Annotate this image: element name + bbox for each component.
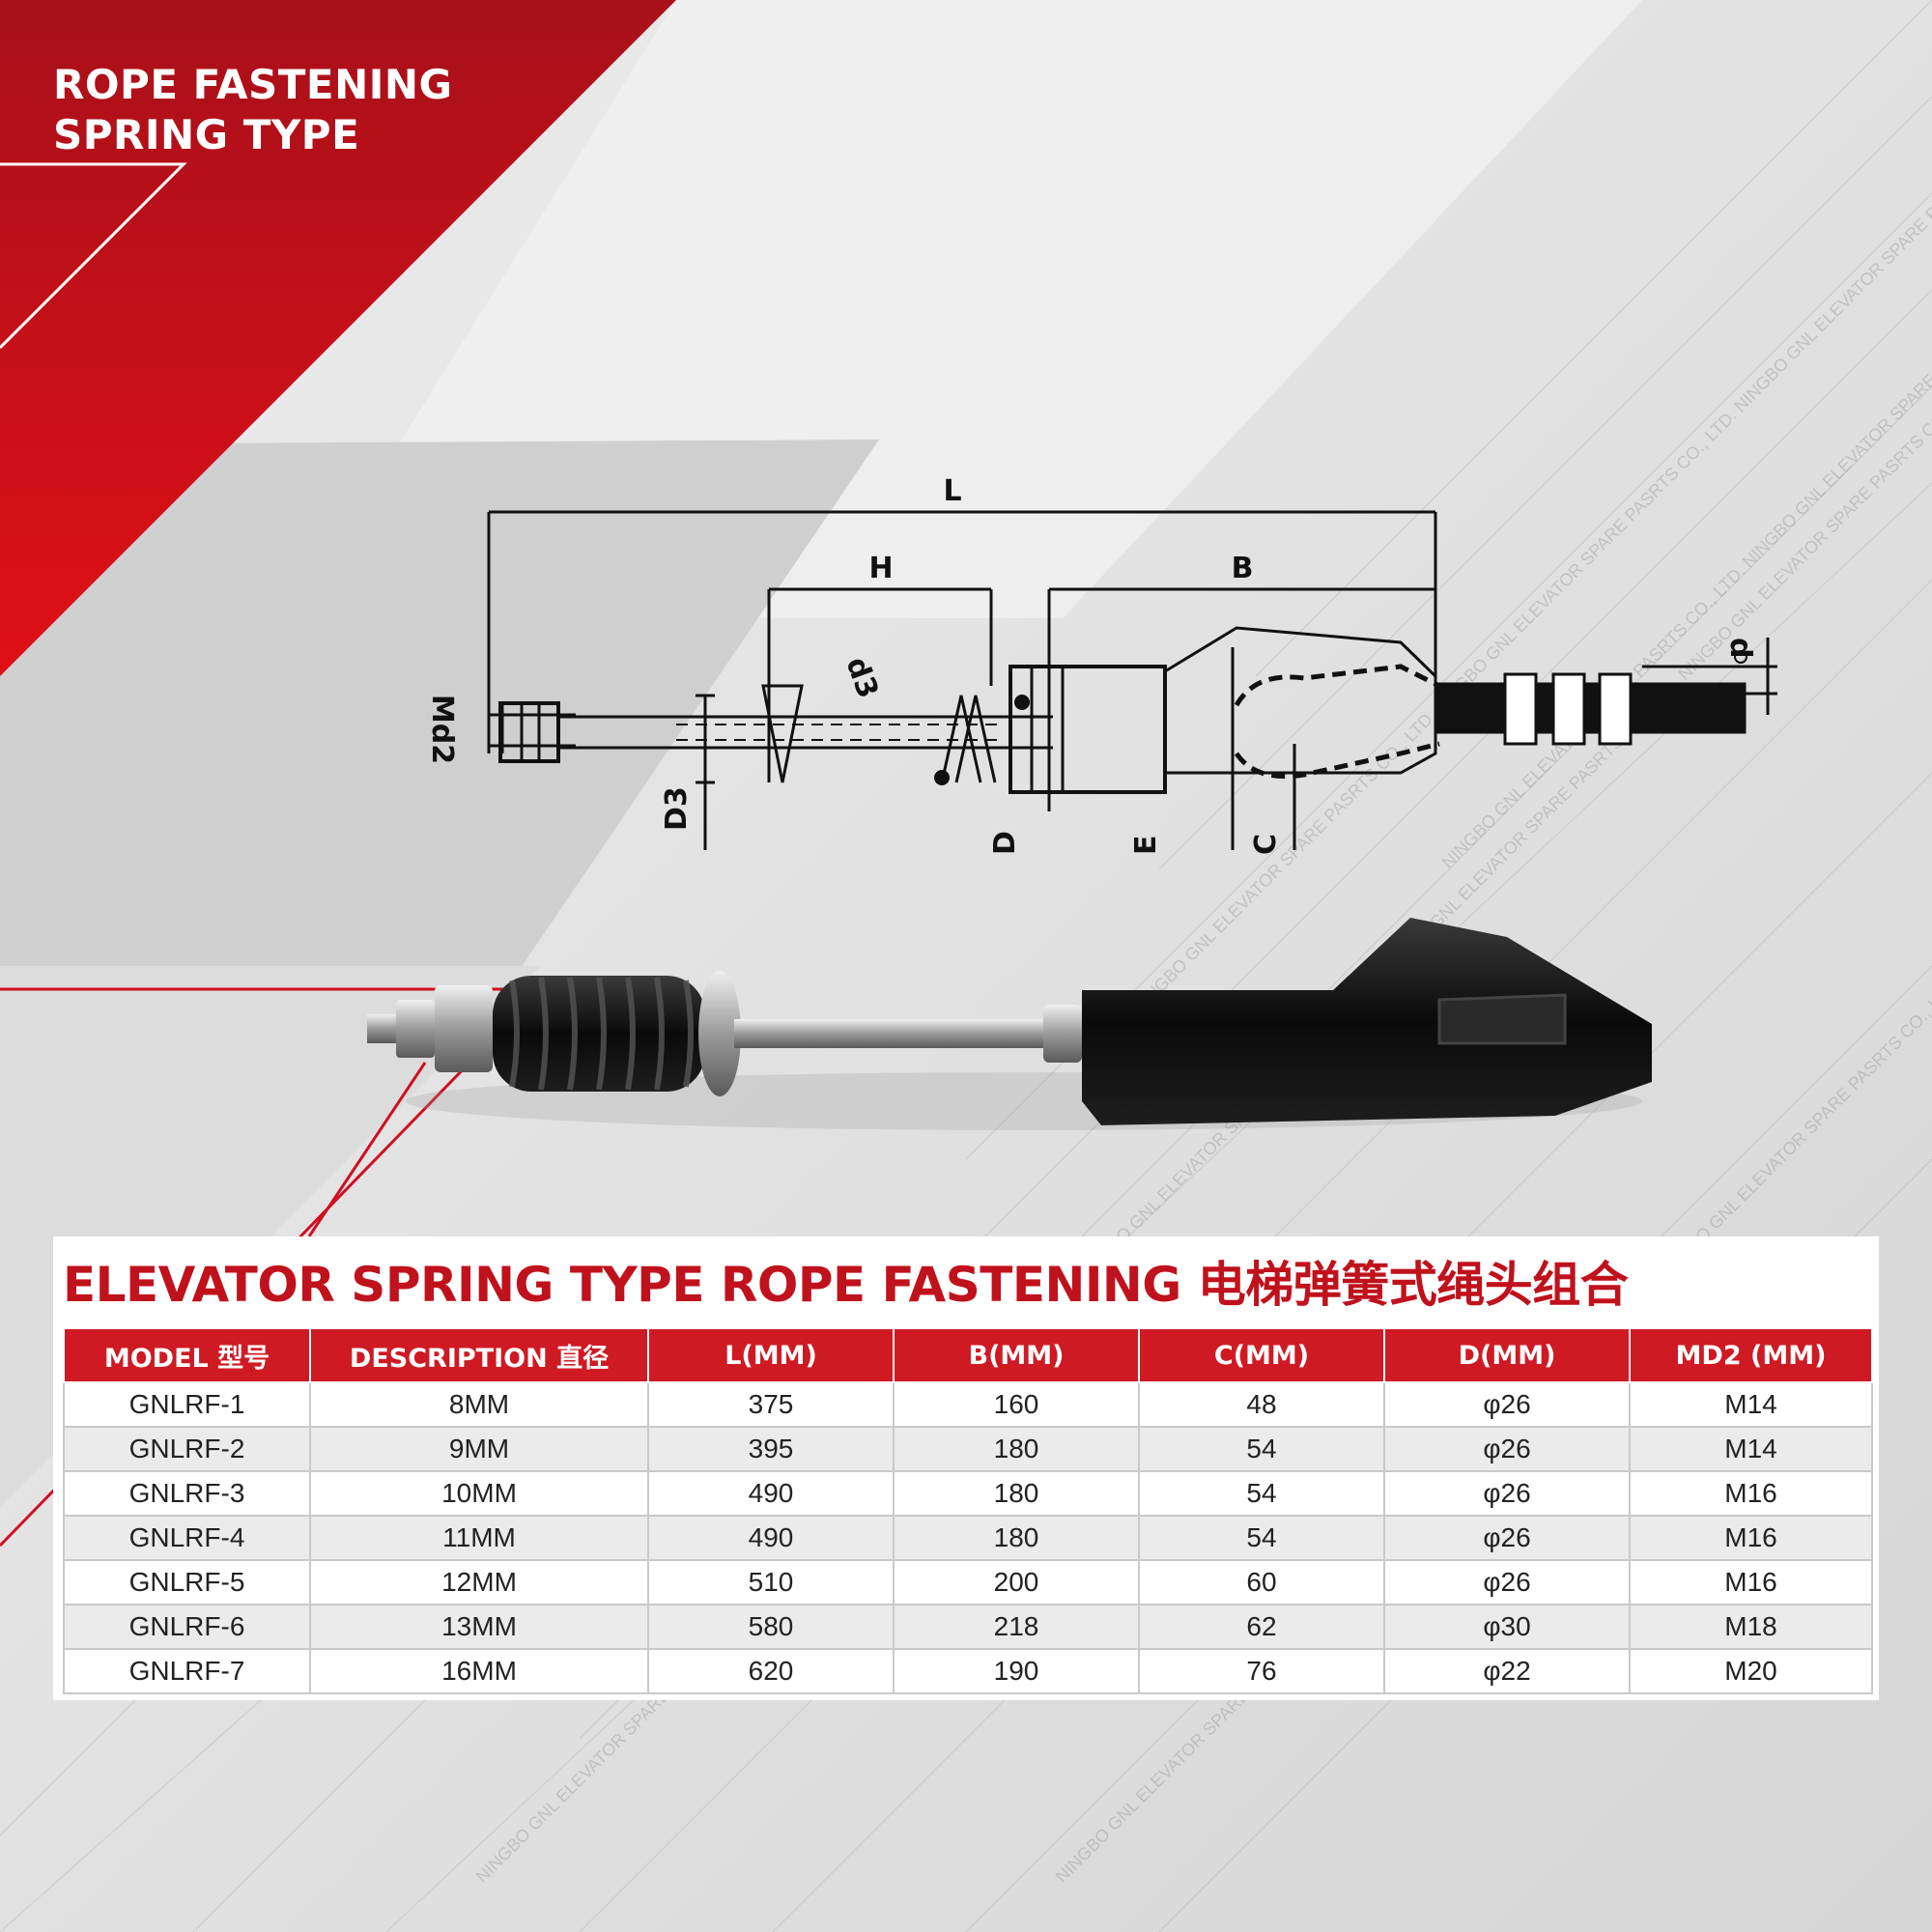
cell-b: 180	[893, 1426, 1140, 1472]
cell-d: φ26	[1383, 1426, 1631, 1472]
technical-drawing: L H B Md2 d3 D3 D E C d	[425, 474, 1777, 856]
cell-c: 48	[1138, 1381, 1385, 1428]
table-row: GNLRF-2 9MM 395 180 54 φ26 M14	[63, 1426, 1873, 1472]
cell-b: 200	[893, 1559, 1140, 1605]
cell-md2: M14	[1629, 1381, 1873, 1428]
cell-d: φ26	[1383, 1381, 1631, 1428]
cell-l: 375	[647, 1381, 895, 1428]
dim-label-md2: Md2	[425, 695, 459, 764]
cell-description: 16MM	[309, 1648, 649, 1694]
table-row: GNLRF-6 13MM 580 218 62 φ30 M18	[63, 1604, 1873, 1650]
table-row: GNLRF-5 12MM 510 200 60 φ26 M16	[63, 1559, 1873, 1605]
page-title: ROPE FASTENING SPRING TYPE	[53, 60, 453, 160]
cell-b: 180	[893, 1470, 1140, 1517]
cell-c: 60	[1138, 1559, 1385, 1605]
cell-md2: M20	[1629, 1648, 1873, 1694]
table-header-row: MODEL 型号 DESCRIPTION 直径 L(MM) B(MM) C(MM…	[63, 1327, 1873, 1383]
dim-label-d3-small: d3	[838, 653, 884, 703]
cell-l: 490	[647, 1470, 895, 1517]
cell-d: φ26	[1383, 1559, 1631, 1605]
cell-description: 11MM	[309, 1515, 649, 1561]
dim-label-L: L	[943, 474, 961, 508]
spring-coil	[493, 976, 705, 1092]
cell-d: φ26	[1383, 1470, 1631, 1517]
product-photo	[367, 918, 1652, 1130]
column-header-b: B(MM)	[893, 1327, 1140, 1383]
cell-d: φ22	[1383, 1648, 1631, 1694]
cell-c: 62	[1138, 1604, 1385, 1650]
cell-b: 160	[893, 1381, 1140, 1428]
cell-md2: M16	[1629, 1559, 1873, 1605]
column-header-d: D(MM)	[1383, 1327, 1631, 1383]
dim-label-C: C	[1249, 834, 1283, 855]
cell-description: 13MM	[309, 1604, 649, 1650]
page-title-line2: SPRING TYPE	[53, 111, 360, 158]
cell-model: GNLRF-4	[63, 1515, 311, 1561]
spec-table-panel: ELEVATOR SPRING TYPE ROPE FASTENING 电梯弹簧…	[53, 1236, 1879, 1700]
cell-md2: M16	[1629, 1470, 1873, 1517]
column-header-md2: MD2 (MM)	[1629, 1327, 1873, 1383]
dim-label-E: E	[1129, 836, 1163, 856]
dim-label-D3: D3	[660, 786, 694, 831]
cell-b: 190	[893, 1648, 1140, 1694]
cell-b: 218	[893, 1604, 1140, 1650]
dim-label-B: B	[1232, 552, 1254, 585]
cell-l: 490	[647, 1515, 895, 1561]
cell-description: 8MM	[309, 1381, 649, 1428]
spec-table: MODEL 型号 DESCRIPTION 直径 L(MM) B(MM) C(MM…	[63, 1327, 1873, 1694]
column-header-model: MODEL 型号	[63, 1327, 311, 1383]
cell-c: 54	[1138, 1470, 1385, 1517]
column-header-c: C(MM)	[1138, 1327, 1385, 1383]
cell-model: GNLRF-7	[63, 1648, 311, 1694]
cell-c: 54	[1138, 1515, 1385, 1561]
table-row: GNLRF-7 16MM 620 190 76 φ22 M20	[63, 1648, 1873, 1694]
cell-model: GNLRF-6	[63, 1604, 311, 1650]
cell-md2: M18	[1629, 1604, 1873, 1650]
cell-md2: M14	[1629, 1426, 1873, 1472]
table-row: GNLRF-4 11MM 490 180 54 φ26 M16	[63, 1515, 1873, 1561]
cell-l: 395	[647, 1426, 895, 1472]
cell-description: 10MM	[309, 1470, 649, 1517]
cell-model: GNLRF-5	[63, 1559, 311, 1605]
table-row: GNLRF-1 8MM 375 160 48 φ26 M14	[63, 1381, 1873, 1428]
cell-model: GNLRF-1	[63, 1381, 311, 1428]
dim-label-d: d	[1723, 638, 1757, 658]
cell-d: φ30	[1383, 1604, 1631, 1650]
cell-description: 9MM	[309, 1426, 649, 1472]
cell-model: GNLRF-3	[63, 1470, 311, 1517]
column-header-description: DESCRIPTION 直径	[309, 1327, 649, 1383]
cell-description: 12MM	[309, 1559, 649, 1605]
cell-model: GNLRF-2	[63, 1426, 311, 1472]
dim-label-H: H	[868, 552, 893, 585]
column-header-l: L(MM)	[647, 1327, 895, 1383]
cell-d: φ26	[1383, 1515, 1631, 1561]
dim-label-D: D	[988, 831, 1022, 855]
cell-l: 510	[647, 1559, 895, 1605]
cell-l: 620	[647, 1648, 895, 1694]
page-title-line1: ROPE FASTENING	[53, 61, 453, 108]
cell-c: 54	[1138, 1426, 1385, 1472]
cell-c: 76	[1138, 1648, 1385, 1694]
table-row: GNLRF-3 10MM 490 180 54 φ26 M16	[63, 1470, 1873, 1517]
wedge-socket	[1082, 918, 1652, 1125]
cell-l: 580	[647, 1604, 895, 1650]
spec-table-title: ELEVATOR SPRING TYPE ROPE FASTENING 电梯弹簧…	[63, 1257, 1629, 1313]
cell-md2: M16	[1629, 1515, 1873, 1561]
cell-b: 180	[893, 1515, 1140, 1561]
